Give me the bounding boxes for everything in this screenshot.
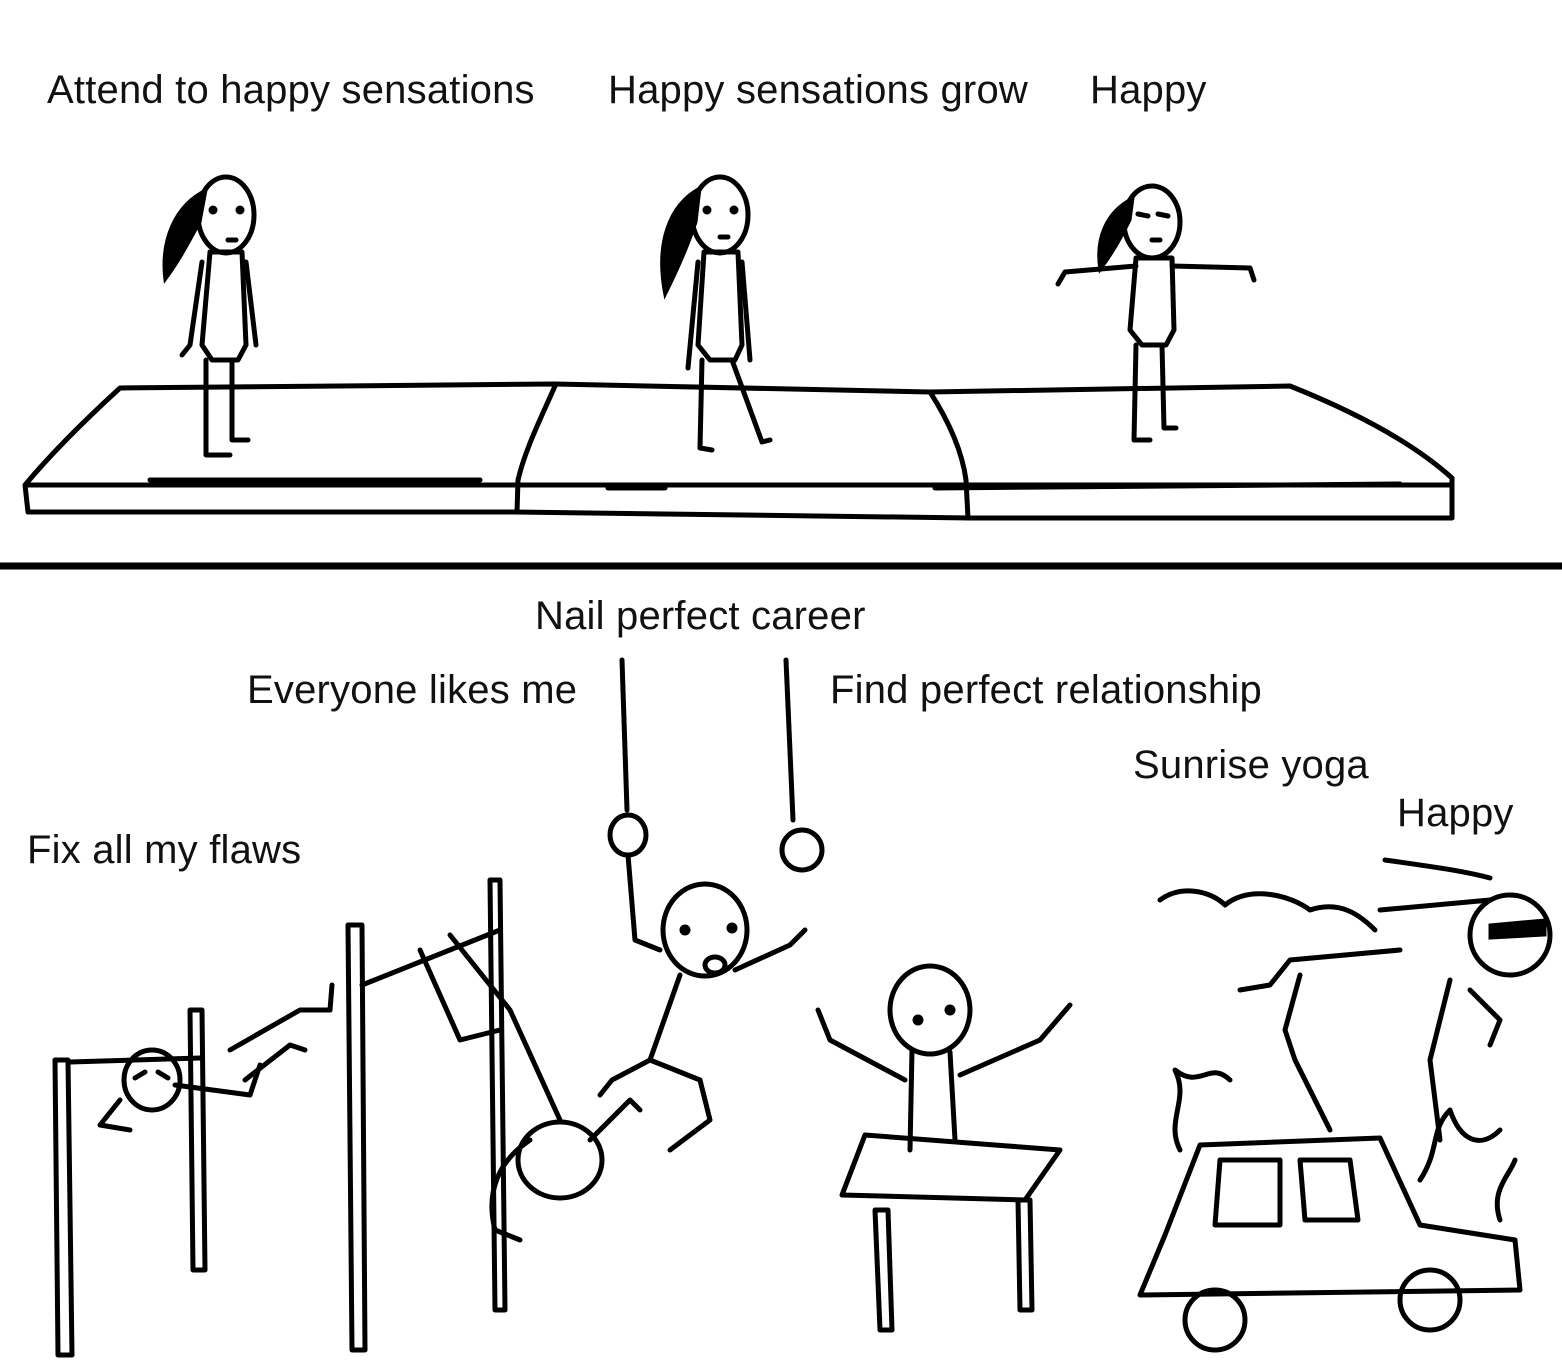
caption-sunrise-yoga: Sunrise yoga [1133, 743, 1369, 787]
caption-everyone-likes-me: Everyone likes me [247, 668, 578, 712]
caption-happy-sensations-grow: Happy sensations grow [608, 68, 1028, 112]
table-figure-relationship [815, 963, 1073, 1333]
caption-fix-all-my-flaws: Fix all my flaws [27, 828, 302, 872]
caption-attend-to-happy-sensations: Attend to happy sensations [47, 68, 535, 112]
bar-figure-everyone-likes-me [345, 877, 643, 1353]
bar-figure-fix-flaws [52, 982, 335, 1358]
caption-happy-top: Happy [1090, 68, 1207, 112]
caption-nail-perfect-career: Nail perfect career [535, 594, 866, 638]
car-figure-happy [1137, 857, 1553, 1353]
rings-figure-nail-career [597, 657, 825, 1153]
caption-happy-bottom: Happy [1397, 791, 1514, 835]
gymnast-standing-1 [162, 174, 259, 458]
gym-mat [22, 381, 1455, 521]
gymnast-arms-out [1055, 183, 1257, 443]
gymnast-standing-2 [660, 174, 773, 453]
caption-find-perfect-relationship: Find perfect relationship [830, 668, 1262, 712]
